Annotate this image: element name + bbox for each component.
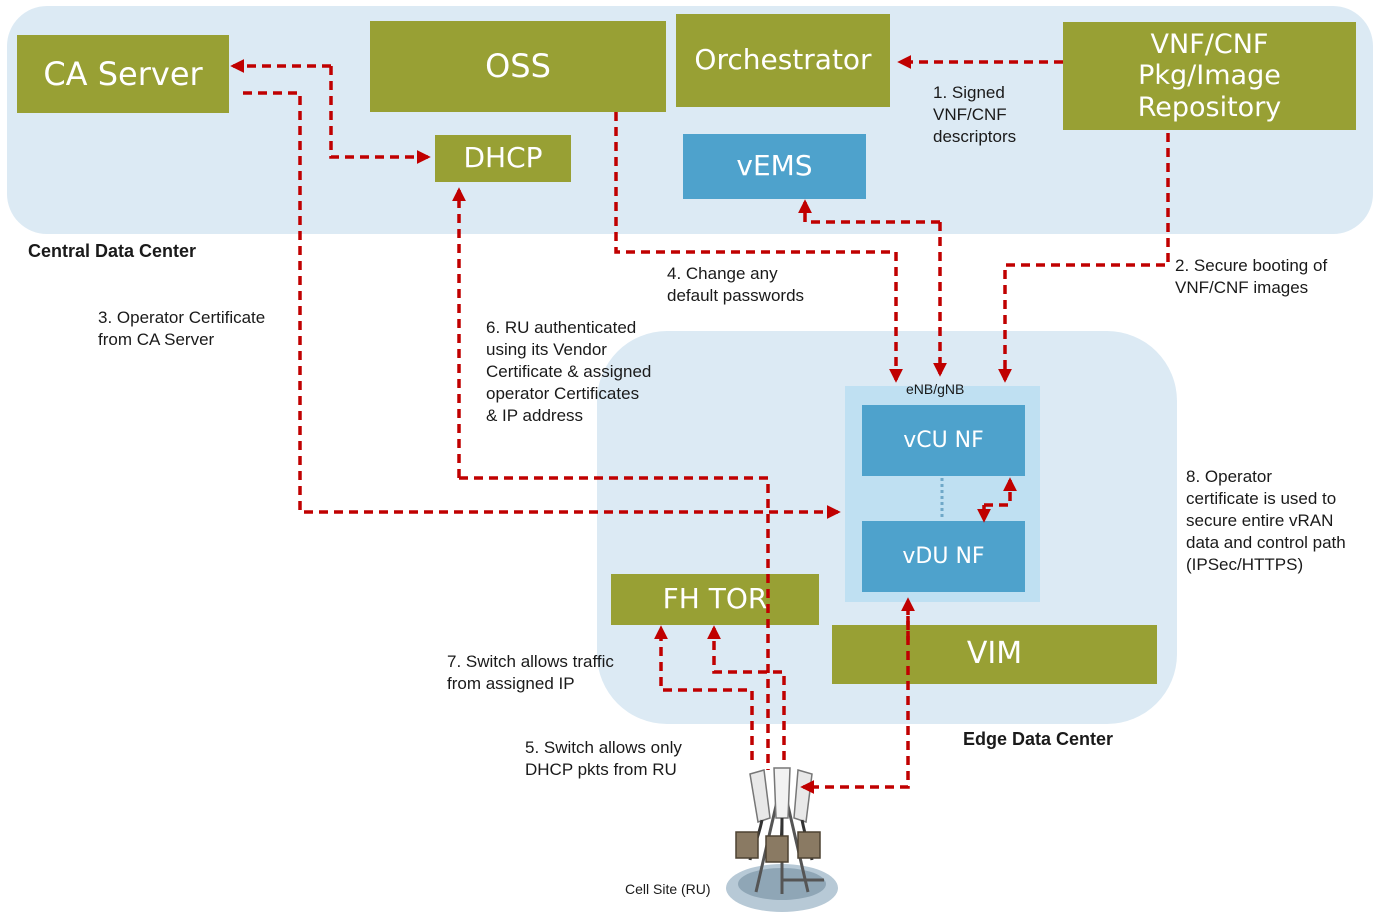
step-1-label: 1. Signed VNF/CNF descriptors — [933, 83, 1017, 147]
step-3-label: 3. Operator Certificate from CA Server — [98, 308, 266, 350]
dhcp-box[interactable]: DHCP — [435, 135, 571, 182]
vcu-nf-box[interactable]: vCU NF — [862, 405, 1025, 476]
edge-data-center-label: Edge Data Center — [963, 729, 1114, 749]
step-4-label: 4. Change any default passwords — [667, 264, 805, 306]
repository-box[interactable]: VNF/CNF Pkg/Image Repository — [1063, 22, 1356, 130]
arrow-switch-traffic — [654, 625, 754, 760]
oss-box[interactable]: OSS — [370, 21, 666, 112]
vems-box[interactable]: vEMS — [683, 134, 866, 199]
arrow-vems — [798, 199, 940, 224]
arrow-vdu-vcu — [984, 477, 1017, 507]
step-6-label: 6. RU authenticated using its Vendor Cer… — [486, 318, 652, 426]
fh-tor-box[interactable]: FH TOR — [611, 574, 819, 625]
vdu-nf-box[interactable]: vDU NF — [862, 521, 1025, 592]
vim-box[interactable]: VIM — [832, 625, 1157, 684]
step-7-label: 7. Switch allows traffic from assigned I… — [447, 652, 614, 694]
cell-site-label: Cell Site (RU) — [625, 881, 711, 897]
cell-site-tower-icon[interactable] — [722, 760, 842, 920]
enb-gnb-label: eNB/gNB — [906, 381, 965, 397]
line-ca-dhcp — [329, 66, 431, 164]
arrow-vdu-ru — [800, 606, 910, 794]
arrow-secure-boot — [998, 133, 1170, 383]
step-2-label: 2. Secure booting of VNF/CNF images — [1175, 256, 1328, 298]
line-ru-dhcp — [459, 476, 770, 770]
arrow-change-passwords — [614, 112, 903, 383]
central-data-center-label: Central Data Center — [28, 241, 197, 261]
ca-server-box[interactable]: CA Server — [17, 35, 229, 113]
arrow-switch-dhcp — [707, 625, 786, 760]
orchestrator-box[interactable]: Orchestrator — [676, 14, 890, 107]
step-8-label: 8. Operator certificate is used to secur… — [1186, 467, 1346, 575]
step-5-label: 5. Switch allows only DHCP pkts from RU — [525, 738, 682, 780]
